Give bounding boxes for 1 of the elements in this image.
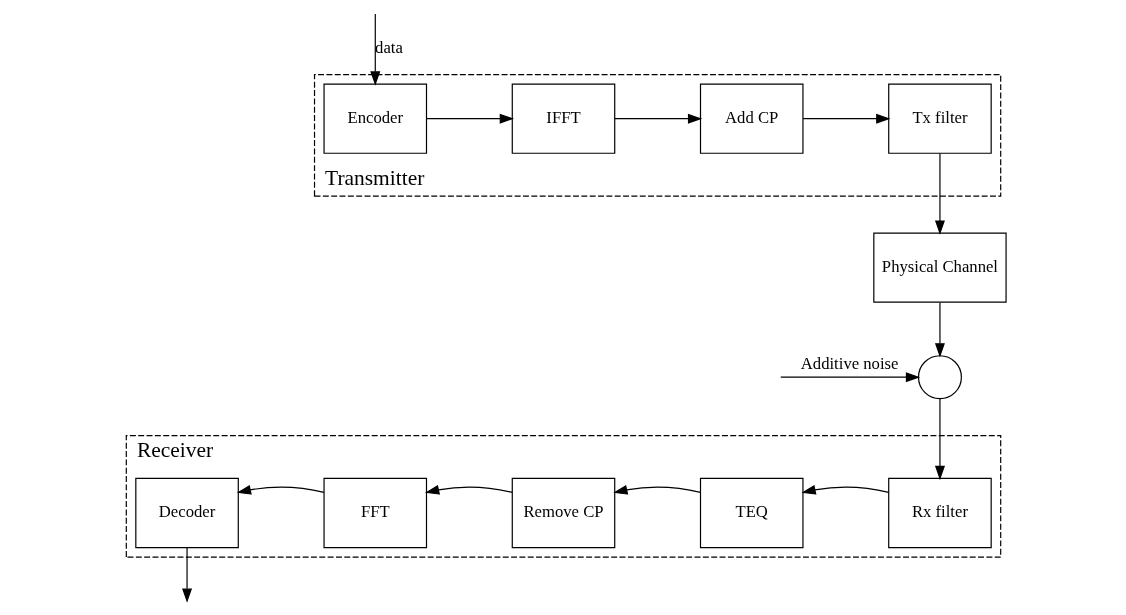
edge-label: Additive noise xyxy=(800,354,898,374)
